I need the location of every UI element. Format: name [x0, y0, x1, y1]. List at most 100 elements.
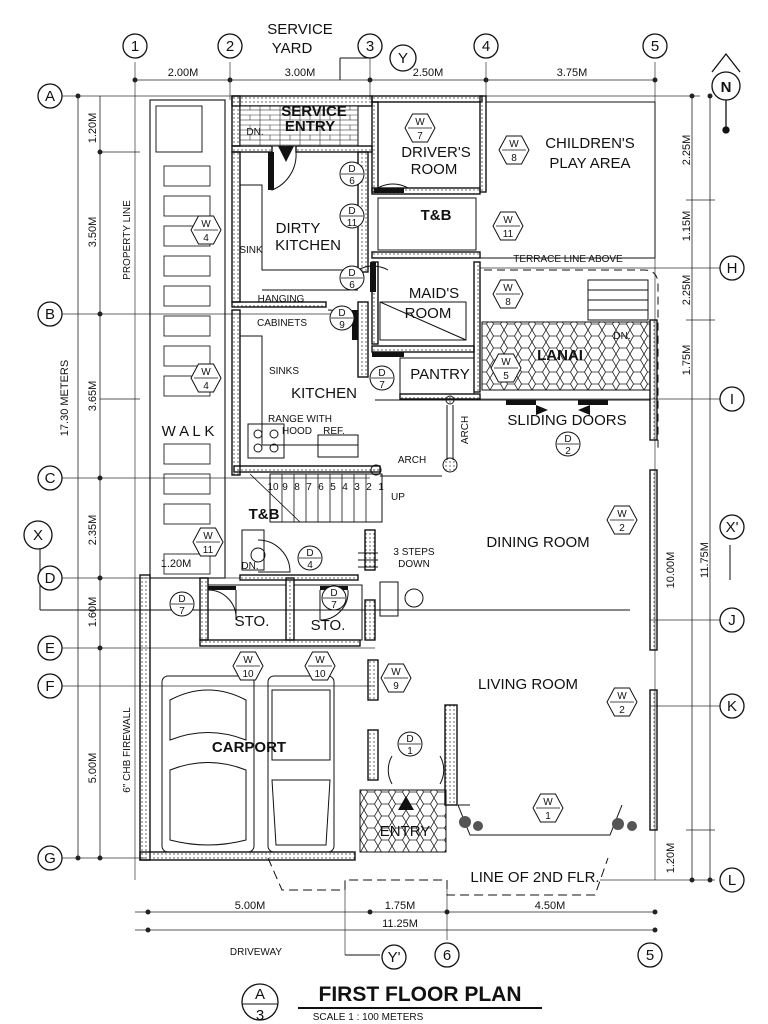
door-tag-4-num: 7 [379, 380, 385, 391]
door-tag-2-type: D [348, 268, 355, 279]
carport: CARPORT [212, 739, 286, 756]
grid-left-6: G [44, 850, 56, 867]
dim-bottom-2: 4.50M [535, 900, 566, 912]
grid-top-4: 5 [651, 38, 659, 55]
dn-service: DN. [246, 127, 263, 138]
section-x: X [33, 527, 43, 544]
line-2nd: LINE OF 2ND FLR. [470, 869, 599, 886]
maids-room-1: MAID'S [409, 285, 459, 302]
door-tag-1-num: 11 [347, 218, 358, 229]
dim-walk-small: 1.20M [161, 558, 192, 570]
grid-left-0: A [45, 88, 55, 105]
door-tag-9-type: D [406, 734, 413, 745]
grid-left-2-bubble [37, 465, 63, 491]
grid-top-2: 3 [366, 38, 374, 55]
dim-top-2: 2.50M [413, 67, 444, 79]
dim-bottom-0: 5.00M [235, 900, 266, 912]
plants [459, 816, 637, 831]
door-tag-2-num: 6 [349, 280, 355, 291]
window-tag-12-type: W [617, 691, 627, 702]
dim-bottom-1: 1.75M [385, 900, 416, 912]
service-entry-2: ENTRY [285, 118, 335, 135]
hanging: HANGING [258, 294, 305, 305]
dim-right-outer-0: 2.25M [681, 135, 693, 166]
stair-step-6: 4 [342, 482, 348, 493]
grid-right-1: I [730, 391, 734, 408]
entry: ENTRY [380, 823, 431, 840]
dim-left-inner-5: 5.00M [87, 753, 99, 784]
grid-right-0: H [727, 260, 738, 277]
walk: W A L K [162, 423, 215, 440]
grid-right-0-bubble [719, 255, 745, 281]
stair-step-4: 6 [318, 482, 324, 493]
kitchen: KITCHEN [291, 385, 357, 402]
door-tag-4-type: D [378, 368, 385, 379]
stair-step-0: 10 [267, 482, 279, 493]
arch: ARCH [398, 455, 426, 466]
section-x-bubble [23, 520, 53, 550]
dim-top-1: 3.00M [285, 67, 316, 79]
window-tag-3-type: W [201, 219, 211, 230]
service-yard-2: YARD [272, 40, 313, 57]
dim-left-inner-4: 1.60M [87, 597, 99, 628]
steps-down-1: 3 STEPS [393, 547, 434, 558]
dim-left-inner-0: 1.20M [87, 113, 99, 144]
dim-top-3: 3.75M [557, 67, 588, 79]
property-walk [149, 99, 226, 579]
north-arrow [711, 52, 741, 134]
dim-right-inner-2: 1.20M [665, 843, 677, 874]
grid-bottom-2: 5 [646, 947, 654, 964]
room-lines [161, 101, 659, 896]
grid-left-1: B [45, 306, 55, 323]
dim-right-inner-0: 11.75M [699, 542, 711, 578]
grid-left-6-bubble [37, 845, 63, 871]
grid-left-0-bubble [37, 83, 63, 109]
up: UP [391, 492, 405, 503]
sink: SINK [239, 245, 263, 256]
sinks: SINKS [269, 366, 299, 377]
dirty-kitchen-1: DIRTY [276, 220, 321, 237]
window-tag-10-num: 10 [314, 669, 326, 680]
stair-step-8: 2 [366, 482, 372, 493]
dim-right-outer-3: 1.75M [681, 345, 693, 376]
property-line: PROPERTY LINE [122, 200, 133, 280]
dim-right-inner-1: 10.00M [665, 552, 677, 589]
window-tag-1-type: W [509, 139, 519, 150]
grid-top-3: 4 [482, 38, 490, 55]
service-yard-1: SERVICE [267, 21, 333, 38]
dim-left-inner-2: 3.65M [87, 381, 99, 412]
window-tag-8-type: W [617, 509, 627, 520]
dimension-ticks [75, 77, 713, 933]
grid-right-5: L [728, 872, 736, 889]
childrens-play-1: CHILDREN'S [545, 135, 635, 152]
window-tag-2-type: W [503, 215, 513, 226]
stair-step-1: 9 [282, 482, 288, 493]
door-tag-5-type: D [564, 434, 571, 445]
door-tag-7-num: 7 [179, 606, 185, 617]
grid-right-5-bubble [719, 867, 745, 893]
window-tag-0-num: 7 [417, 131, 423, 142]
grid-top-3-bubble [473, 33, 499, 59]
grid-top-4-bubble [642, 33, 668, 59]
childrens-play-2: PLAY AREA [549, 155, 630, 172]
window-tag-10-type: W [315, 655, 325, 666]
north: N [721, 79, 732, 96]
lanai: LANAI [537, 347, 583, 364]
steps-down-2: DOWN [398, 559, 430, 570]
section-y: Y [398, 50, 408, 67]
grid-top-2-bubble [357, 33, 383, 59]
title-ref-circle [241, 983, 279, 1021]
range-hood-1: RANGE WITH [268, 414, 332, 425]
window-tag-11-type: W [391, 667, 401, 678]
grid-bottom-1: 6 [443, 947, 451, 964]
sto-2: STO. [311, 617, 346, 634]
sto-1: STO. [235, 613, 270, 630]
dirty-kitchen-2: KITCHEN [275, 237, 341, 254]
grid-left-5: F [45, 678, 54, 695]
door-tag-0-num: 6 [349, 176, 355, 187]
window-tag-7-num: 11 [203, 545, 214, 556]
grid-left-5-bubble [37, 673, 63, 699]
window-tag-4-type: W [503, 283, 513, 294]
door-tag-8-num: 7 [331, 600, 337, 611]
